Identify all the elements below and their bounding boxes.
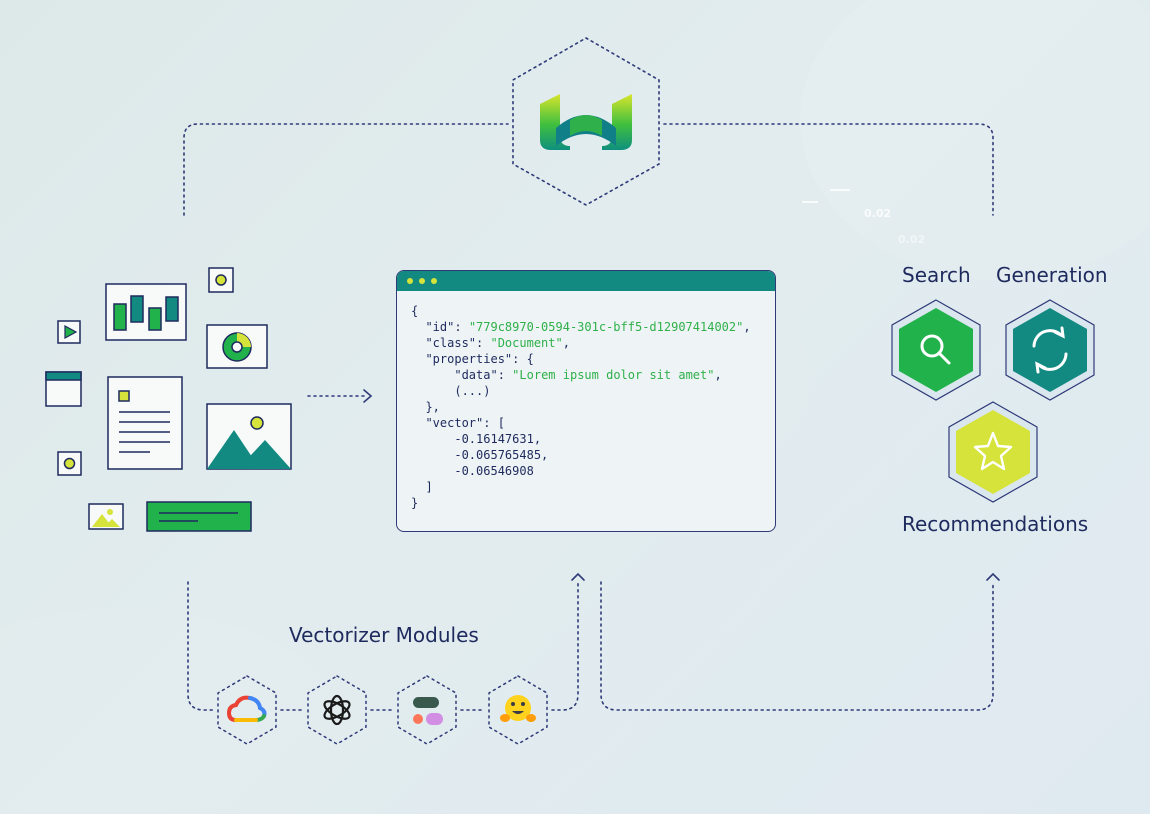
bar-chart-icon	[105, 283, 187, 341]
star-icon	[973, 431, 1013, 471]
background-number-1: 0.02	[864, 207, 892, 220]
hugging-face-icon	[500, 695, 536, 722]
vectorizer-modules-label: Vectorizer Modules	[289, 623, 479, 647]
window-dot	[419, 278, 425, 284]
arrow-heads	[571, 572, 1000, 581]
background-dashes	[802, 189, 850, 203]
recommendations-hexagon	[948, 401, 1038, 503]
code-window: { "id": "779c8970-0594-301c-bff5-d129074…	[396, 270, 776, 532]
openai-icon	[323, 694, 351, 726]
text-block-icon	[146, 501, 252, 532]
search-hexagon	[891, 299, 981, 401]
module-google-cloud	[217, 675, 277, 745]
window-dot	[431, 278, 437, 284]
document-icon	[107, 376, 183, 470]
search-label: Search	[902, 263, 971, 287]
generation-hexagon	[1005, 299, 1095, 401]
data-sources	[45, 267, 292, 532]
donut-chart-icon	[206, 324, 268, 369]
json-object-code: { "id": "779c8970-0594-301c-bff5-d129074…	[411, 304, 751, 510]
point-icon	[208, 267, 234, 293]
top-connector	[183, 123, 994, 216]
logo-hexagon	[512, 37, 660, 206]
refresh-cycle-icon	[1032, 326, 1068, 374]
magnifier-icon	[920, 334, 951, 365]
code-window-titlebar	[397, 271, 775, 291]
cohere-icon	[413, 697, 443, 725]
input-arrow	[307, 389, 373, 403]
window-dot	[407, 278, 413, 284]
landscape-image-icon	[206, 403, 292, 470]
background-number-2: 0.02	[898, 233, 926, 246]
play-video-icon	[57, 320, 81, 344]
point-icon-small	[57, 451, 82, 476]
generation-label: Generation	[996, 263, 1108, 287]
module-openai	[307, 675, 367, 745]
bottom-connectors	[187, 581, 994, 711]
module-hugging-face	[488, 675, 548, 745]
photo-icon	[88, 503, 124, 530]
google-cloud-icon	[226, 695, 267, 722]
recommendations-label: Recommendations	[902, 512, 1089, 536]
note-icon	[45, 371, 82, 407]
module-cohere	[397, 675, 457, 745]
weaviate-logo-icon	[540, 94, 632, 150]
